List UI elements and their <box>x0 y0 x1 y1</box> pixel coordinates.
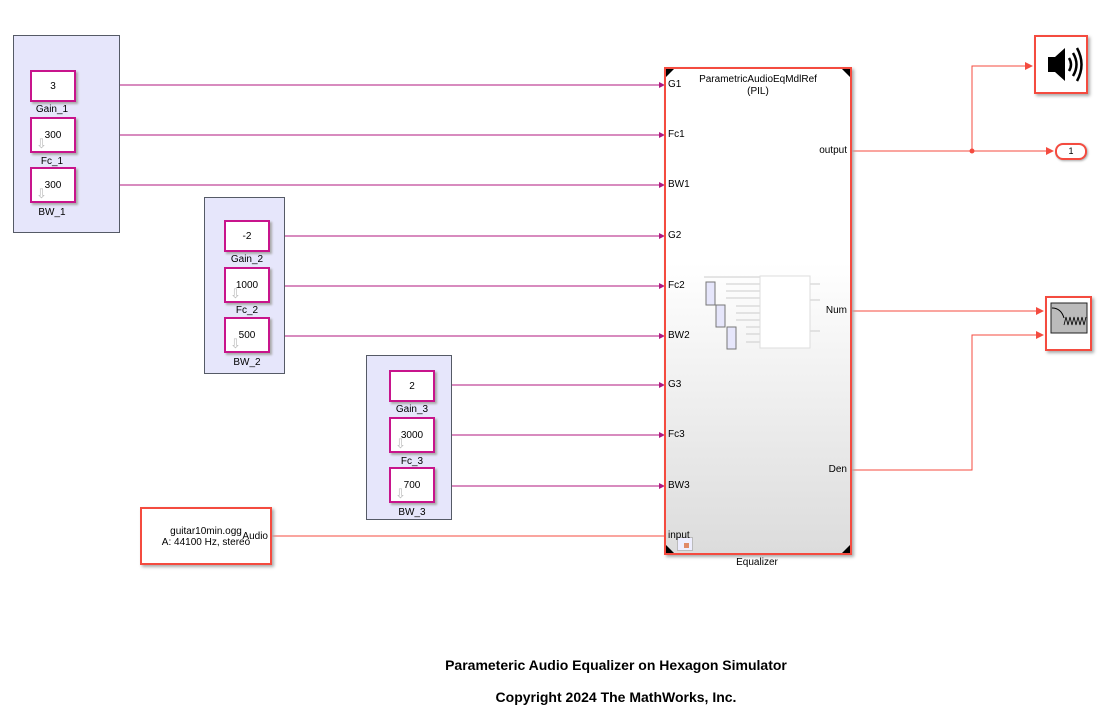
signal-output-speaker <box>971 62 1033 151</box>
down-arrow-icon: ⇩ <box>230 286 241 301</box>
port-label-g2: G2 <box>668 230 682 241</box>
block-label: Gain_2 <box>230 254 264 265</box>
constant-value: 3000 <box>400 429 424 441</box>
port-label-bw1: BW1 <box>668 179 690 190</box>
down-arrow-icon: ⇩ <box>230 336 241 351</box>
constant-fc-3[interactable]: 3000⇩ <box>389 417 435 453</box>
block-label: Gain_1 <box>35 104 69 115</box>
model-title: ParametricAudioEqMdlRef (PIL) <box>666 74 850 98</box>
audio-format: A: 44100 Hz, stereo <box>161 537 251 548</box>
block-label: Fc_3 <box>400 456 424 467</box>
down-arrow-icon: ⇩ <box>36 186 47 201</box>
block-label: BW_1 <box>38 207 66 218</box>
audio-device-writer-block[interactable] <box>1034 35 1088 94</box>
corner-mark <box>842 545 850 553</box>
audio-file-reader-block[interactable]: guitar10min.ogg A: 44100 Hz, stereo Audi… <box>140 507 272 565</box>
outport-number: 1 <box>1068 146 1074 156</box>
signal-den <box>850 331 1044 471</box>
constant-bw-1[interactable]: 300⇩ <box>30 167 76 203</box>
constant-fc-1[interactable]: 300⇩ <box>30 117 76 153</box>
model-thumbnail-icon <box>704 275 820 350</box>
model-name: ParametricAudioEqMdlRef <box>699 74 817 85</box>
block-label: Fc_1 <box>40 156 64 167</box>
audio-file-name: guitar10min.ogg <box>170 526 242 537</box>
block-label: BW_3 <box>398 507 426 518</box>
equalizer-label: Equalizer <box>736 557 778 568</box>
diagram-title: Parameteric Audio Equalizer on Hexagon S… <box>445 657 787 673</box>
filter-visualizer-block[interactable] <box>1045 296 1092 351</box>
constant-gain-2[interactable]: -2 <box>224 220 270 252</box>
filter-visualizer-icon <box>1050 302 1088 334</box>
port-label-bw3: BW3 <box>668 480 690 491</box>
pil-badge-icon <box>677 537 693 551</box>
equalizer-model-block[interactable]: ParametricAudioEqMdlRef (PIL) <box>664 67 852 555</box>
model-mode: (PIL) <box>747 86 769 97</box>
block-label: BW_2 <box>233 357 261 368</box>
block-label: Gain_3 <box>395 404 429 415</box>
port-label-output: output <box>819 145 847 156</box>
constant-gain-1[interactable]: 3 <box>30 70 76 102</box>
constant-value: 300 <box>44 179 62 191</box>
corner-mark <box>842 69 850 77</box>
constant-value: 3 <box>50 80 56 92</box>
constant-bw-3[interactable]: 700⇩ <box>389 467 435 503</box>
port-label-g3: G3 <box>668 379 682 390</box>
constant-value: 1000 <box>235 279 259 291</box>
branch-point <box>969 148 975 154</box>
constant-value: -2 <box>242 230 252 242</box>
constant-value: 500 <box>238 329 256 341</box>
constant-fc-2[interactable]: 1000⇩ <box>224 267 270 303</box>
constant-value: 300 <box>44 129 62 141</box>
down-arrow-icon: ⇩ <box>395 436 406 451</box>
constant-gain-3[interactable]: 2 <box>389 370 435 402</box>
constant-value: 2 <box>409 380 415 392</box>
speaker-icon <box>1048 47 1083 82</box>
port-label-fc1: Fc1 <box>668 129 685 140</box>
corner-mark <box>666 69 674 77</box>
outport-1[interactable]: 1 <box>1055 143 1087 160</box>
port-label-input: input <box>668 530 690 541</box>
constant-bw-2[interactable]: 500⇩ <box>224 317 270 353</box>
port-label-fc3: Fc3 <box>668 429 685 440</box>
down-arrow-icon: ⇩ <box>36 136 47 151</box>
port-label-den: Den <box>828 464 847 475</box>
port-label-bw2: BW2 <box>668 330 690 341</box>
down-arrow-icon: ⇩ <box>395 486 406 501</box>
port-label-g1: G1 <box>668 79 682 90</box>
port-label-fc2: Fc2 <box>668 280 685 291</box>
block-label: Fc_2 <box>235 305 259 316</box>
port-label-audio: Audio <box>242 531 268 542</box>
copyright-text: Copyright 2024 The MathWorks, Inc. <box>495 689 737 705</box>
audio-file-info: guitar10min.ogg A: 44100 Hz, stereo <box>142 526 270 548</box>
corner-mark <box>666 545 674 553</box>
port-label-num: Num <box>825 305 847 316</box>
constant-value: 700 <box>403 479 421 491</box>
